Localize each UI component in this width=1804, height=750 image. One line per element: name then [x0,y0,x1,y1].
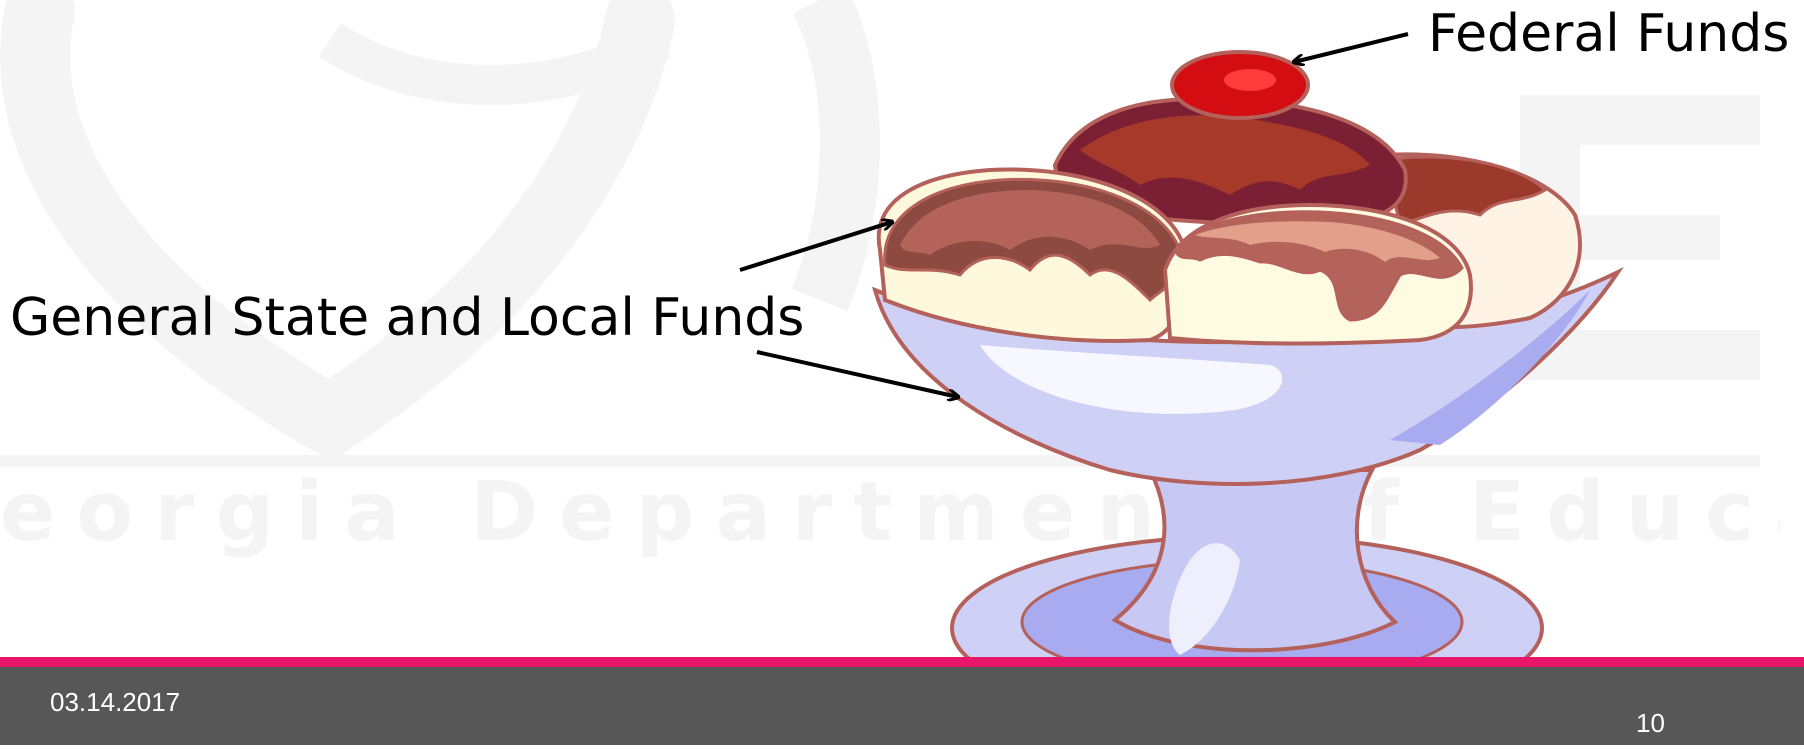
general-funds-label: General State and Local Funds [10,292,804,344]
accent-line [0,657,1804,667]
arrow-to-cherry [1294,34,1408,62]
federal-funds-label: Federal Funds [1428,8,1789,60]
arrow-to-left-scoop [740,222,892,270]
footer-bar [0,667,1804,745]
footer-date: 03.14.2017 [50,687,180,718]
page-number: 10 [1636,708,1665,739]
arrow-to-bowl [757,352,958,397]
